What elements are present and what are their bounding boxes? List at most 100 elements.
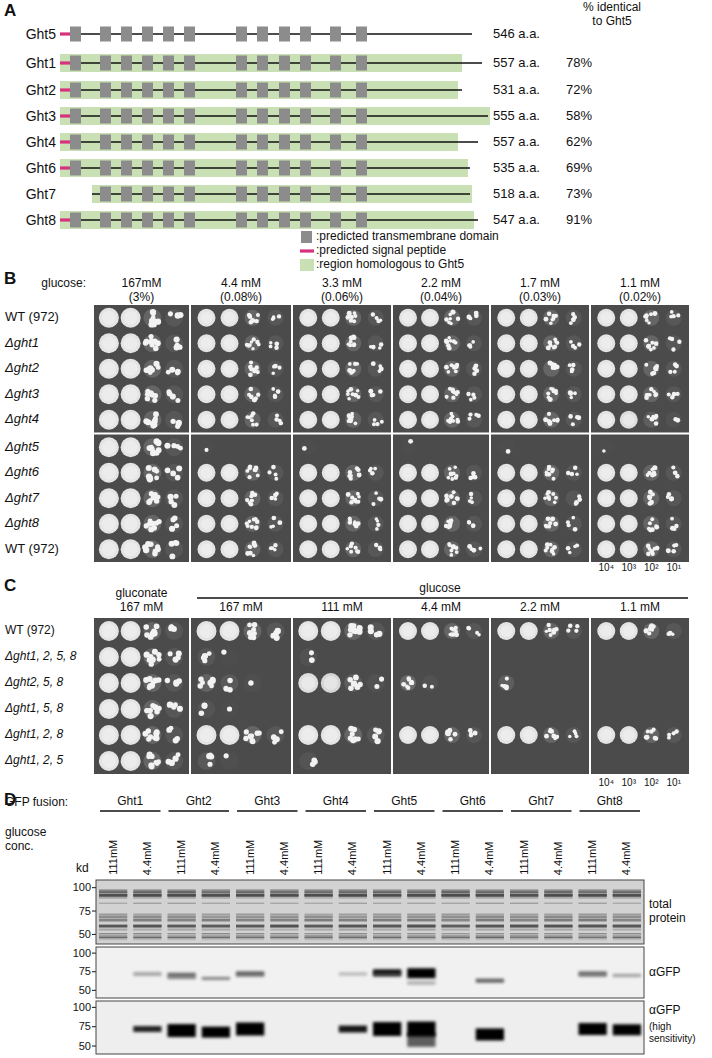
colony — [348, 470, 352, 474]
colony — [245, 521, 249, 525]
protein-band — [270, 893, 298, 896]
colony — [452, 632, 457, 637]
gfp-band — [579, 974, 607, 977]
yeast-spot — [424, 363, 436, 375]
yeast-spot — [643, 623, 659, 639]
protein-band — [133, 919, 161, 922]
protein-band — [544, 937, 572, 940]
strain-label: Δght3 — [5, 387, 39, 402]
protein-band — [613, 915, 641, 918]
transmembrane-domain — [100, 109, 111, 124]
yeast-spot — [143, 674, 161, 692]
colony — [378, 369, 382, 373]
protein-band — [373, 894, 401, 896]
length-label: 531 a.a. — [493, 83, 540, 98]
protein-band — [236, 925, 264, 927]
protein-band — [99, 935, 127, 938]
protein-band — [373, 892, 401, 894]
yeast-spot — [268, 465, 284, 481]
protein-band — [99, 914, 127, 915]
protein-band — [305, 928, 333, 930]
yeast-spot — [99, 751, 119, 771]
colony — [643, 314, 647, 318]
yeast-spot — [368, 310, 384, 326]
protein-band — [579, 925, 607, 927]
protein-band — [99, 919, 127, 922]
yeast-spot — [543, 310, 559, 326]
protein-band — [476, 935, 504, 938]
colony — [375, 527, 379, 531]
protein-band — [133, 925, 161, 927]
protein-band — [202, 892, 230, 894]
colony — [351, 392, 355, 396]
yeast-spot — [367, 726, 385, 744]
protein-band — [510, 892, 538, 894]
colony — [422, 683, 427, 688]
protein-name: Ght1 — [26, 55, 56, 71]
yeast-spot — [466, 412, 482, 428]
colony — [672, 392, 677, 397]
protein-name: Ght6 — [26, 160, 56, 176]
protein-band — [99, 890, 127, 893]
yeast-spot — [322, 334, 340, 352]
colony — [647, 344, 651, 348]
colony — [357, 495, 361, 499]
yeast-spot — [143, 411, 161, 429]
yeast-spot — [444, 490, 460, 506]
colony — [347, 311, 352, 316]
colony — [447, 523, 452, 528]
percent-identity: 58% — [566, 109, 592, 124]
yeast-spot — [543, 541, 559, 557]
protein-band — [407, 890, 435, 893]
protein-band — [407, 893, 435, 896]
colony — [445, 497, 450, 502]
protein-band — [236, 894, 264, 897]
protein-band — [202, 925, 230, 927]
colony — [149, 682, 155, 688]
colony — [550, 517, 555, 522]
yeast-spot — [643, 361, 659, 377]
yeast-spot — [566, 541, 582, 557]
colony — [346, 547, 350, 551]
colony — [570, 369, 574, 373]
yeast-spot — [165, 674, 183, 692]
protein-band — [305, 916, 333, 919]
protein-band — [202, 889, 230, 891]
marker-tick — [92, 1046, 96, 1047]
colony — [654, 421, 659, 426]
colony — [671, 549, 676, 554]
protein-band — [133, 903, 161, 904]
colony — [446, 520, 450, 524]
dilution-label: 10³ — [622, 562, 636, 574]
yeast-spot — [666, 386, 682, 402]
yeast-spot — [523, 388, 535, 400]
colony — [173, 681, 179, 687]
yeast-spot — [221, 540, 239, 558]
colony — [153, 393, 158, 398]
transmembrane-domain — [70, 135, 81, 150]
protein-band — [407, 937, 435, 940]
concentration: (0.04%) — [420, 291, 462, 305]
colony — [255, 519, 260, 524]
colony — [449, 626, 453, 630]
yeast-spot — [165, 309, 183, 327]
yeast-spot — [321, 725, 341, 745]
colony — [644, 395, 649, 400]
colony — [254, 396, 257, 399]
protein-band — [339, 894, 367, 896]
colony — [170, 471, 176, 477]
colony — [448, 737, 453, 742]
strain-label: Δght1 — [5, 336, 39, 351]
colony — [566, 546, 571, 551]
colony — [472, 366, 477, 371]
colony — [144, 632, 150, 638]
yeast-spot — [124, 624, 138, 638]
yeast-spot — [424, 414, 436, 426]
colony — [450, 388, 454, 392]
protein-band — [133, 925, 161, 927]
yeast-spot — [324, 624, 338, 638]
yeast-spot — [600, 729, 612, 741]
protein-band — [407, 919, 435, 922]
header-rule — [443, 810, 504, 811]
